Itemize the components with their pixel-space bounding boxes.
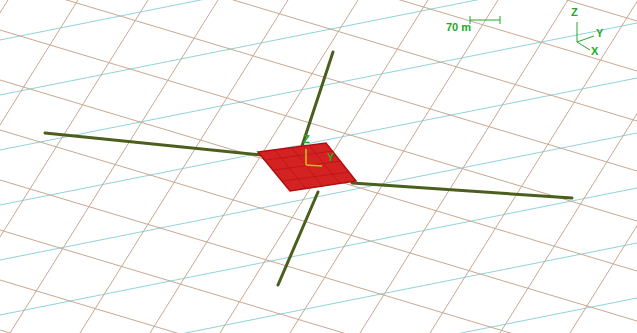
floating-platform: [258, 143, 356, 191]
mooring-lines: [45, 52, 572, 285]
scale-label: 70 m: [446, 22, 471, 33]
axis-label: X: [591, 46, 598, 57]
platform-axes: [306, 149, 322, 166]
axis-label: Z: [571, 7, 578, 18]
axis-label: Y: [596, 28, 603, 39]
scale-bar: [470, 16, 500, 24]
axis-label: Y: [327, 152, 334, 163]
axis-label: Z: [303, 134, 310, 145]
